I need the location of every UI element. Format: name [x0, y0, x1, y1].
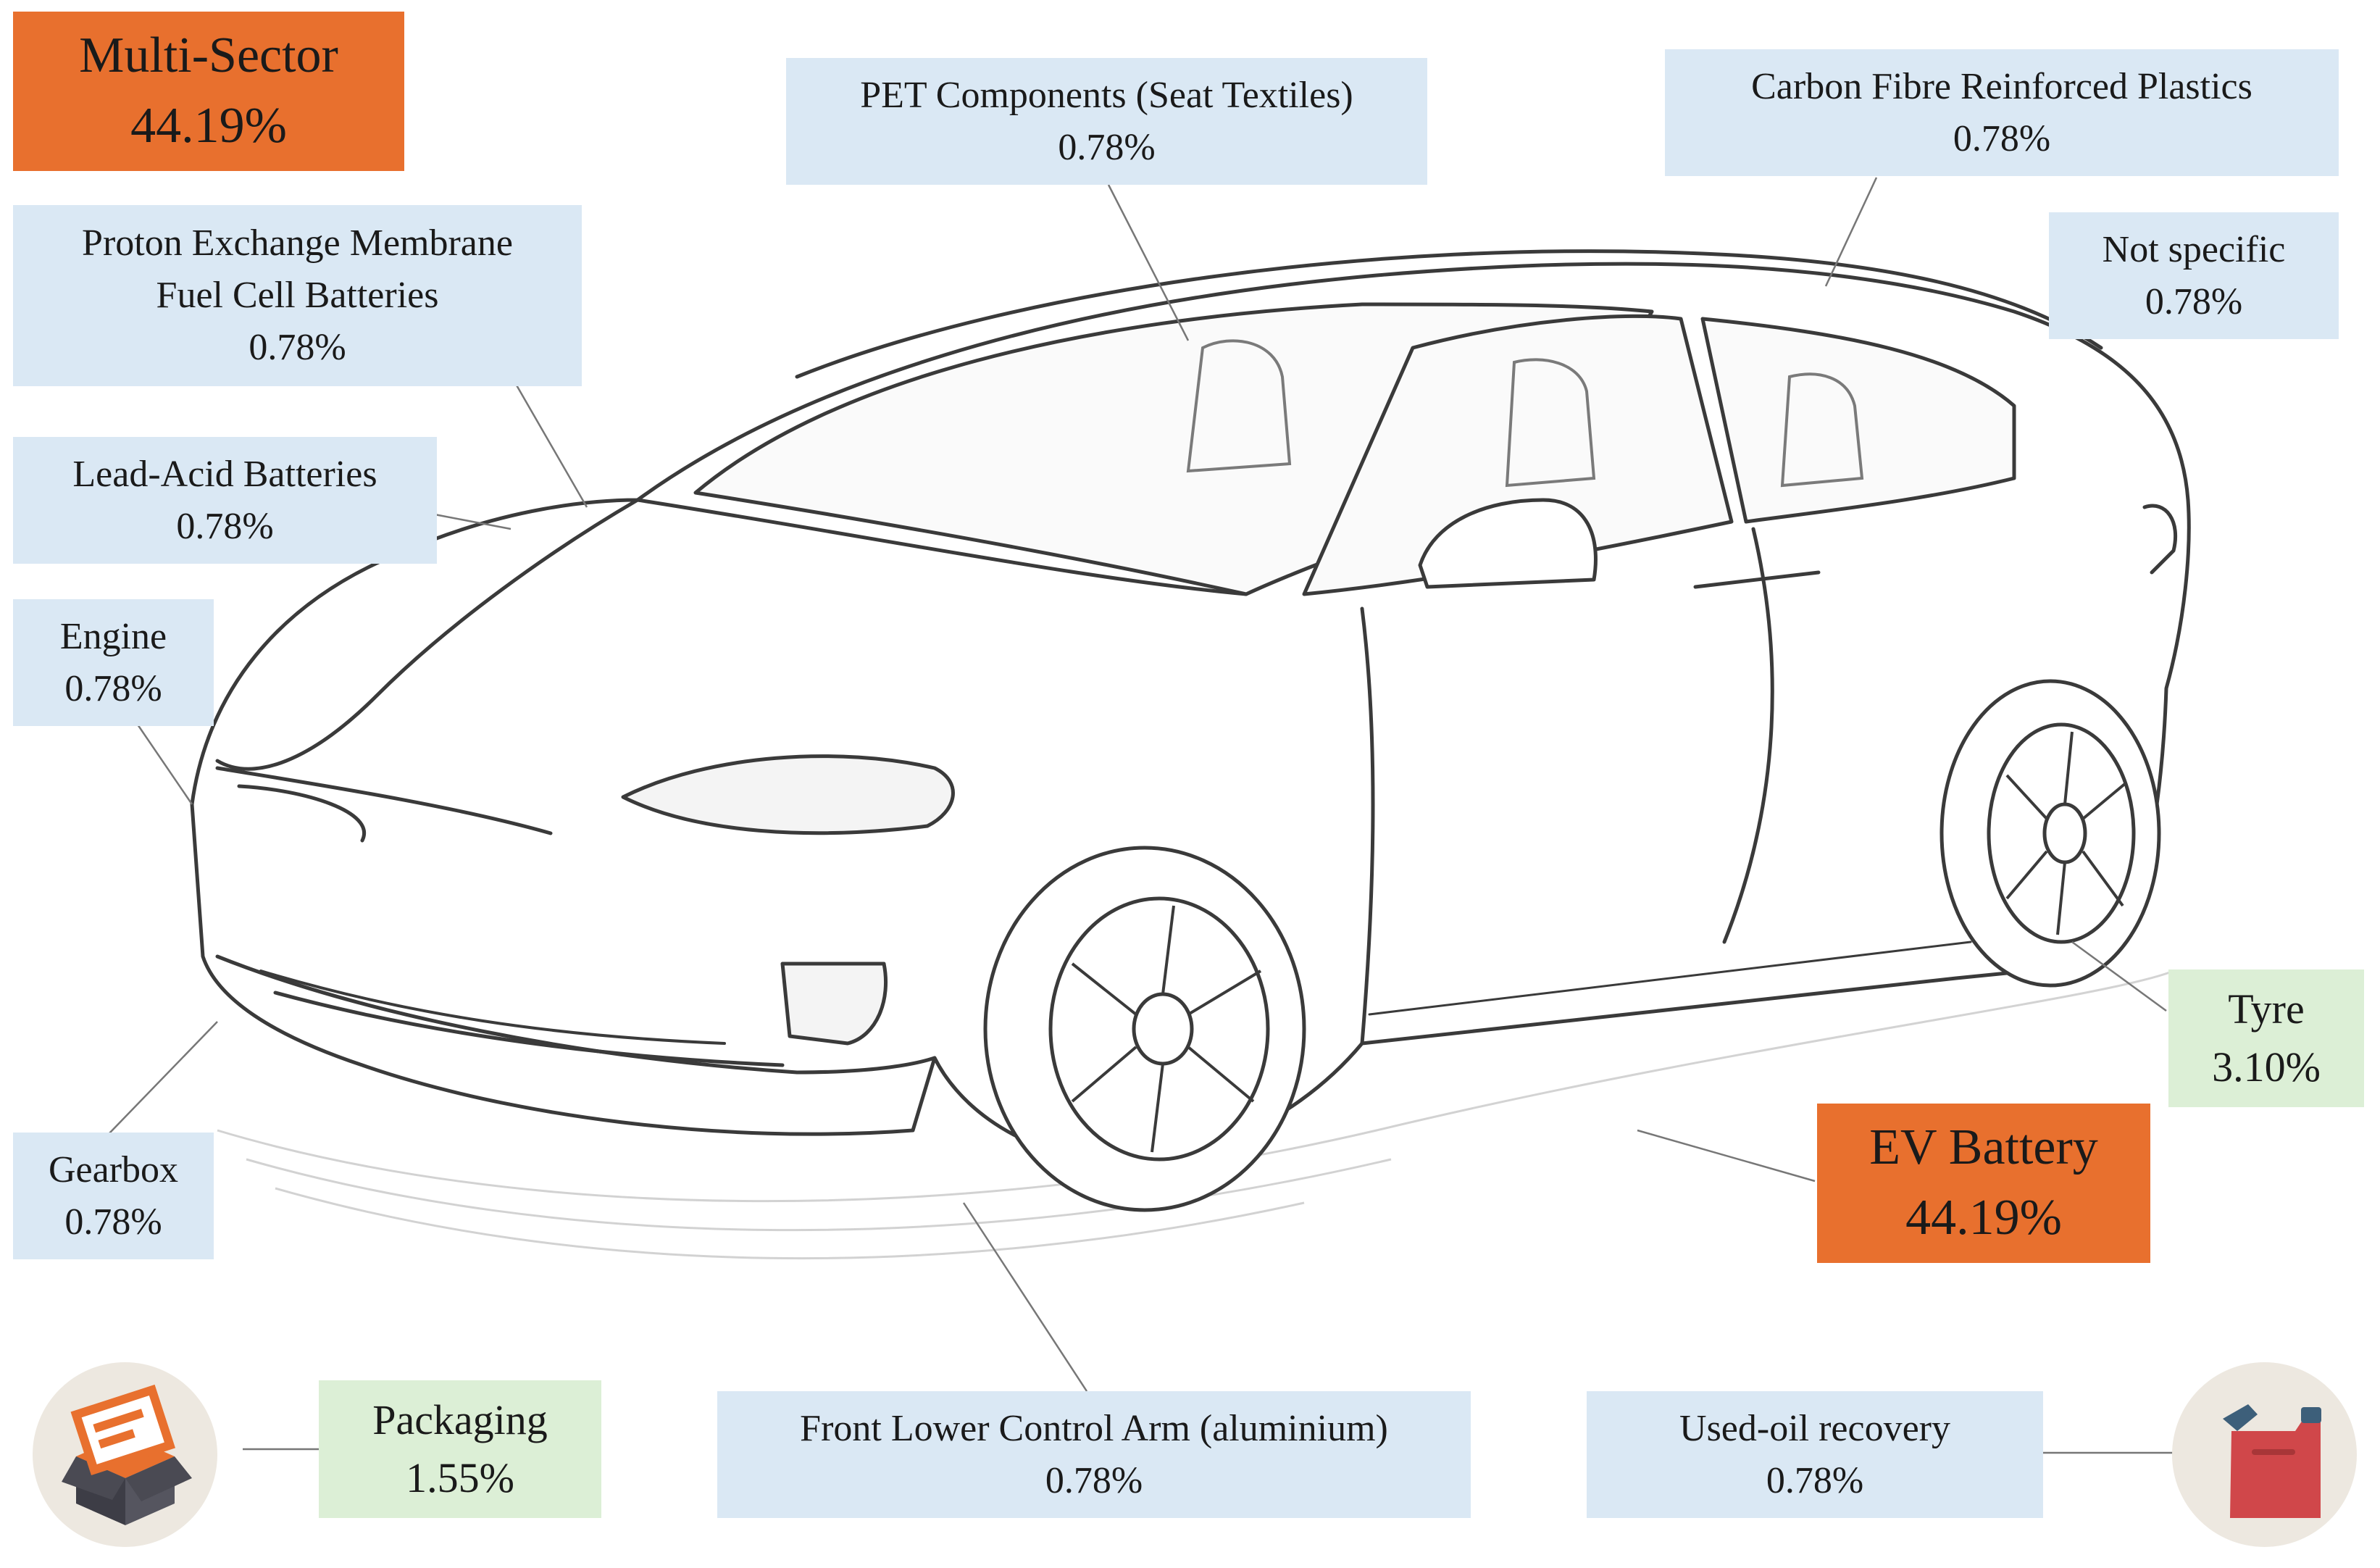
label-front-lower-control-arm: Front Lower Control Arm (aluminium) 0.78…: [717, 1391, 1471, 1518]
label-gearbox: Gearbox 0.78%: [13, 1133, 214, 1259]
label-lead-acid-value: 0.78%: [176, 505, 274, 547]
label-cfrp: Carbon Fibre Reinforced Plastics 0.78%: [1665, 49, 2339, 176]
label-not-specific: Not specific 0.78%: [2049, 212, 2339, 339]
label-multi-sector-name: Multi-Sector: [79, 28, 338, 84]
rear-wheel: [1940, 679, 2161, 988]
seats: [1186, 339, 1864, 488]
label-control-arm-value: 0.78%: [1045, 1459, 1143, 1501]
label-multi-sector-value: 44.19%: [130, 98, 287, 154]
label-used-oil-value: 0.78%: [1766, 1459, 1864, 1501]
label-packaging-name: Packaging: [372, 1396, 548, 1443]
leader-tyre: [2071, 941, 2167, 1012]
label-lead-acid: Lead-Acid Batteries 0.78%: [13, 437, 437, 564]
label-multi-sector: Multi-Sector 44.19%: [13, 12, 404, 171]
label-lead-acid-name: Lead-Acid Batteries: [72, 453, 377, 495]
leader-pem: [514, 383, 588, 508]
label-packaging: Packaging 1.55%: [319, 1380, 601, 1518]
leader-ev-battery: [1637, 1129, 1816, 1183]
label-cfrp-name: Carbon Fibre Reinforced Plastics: [1751, 65, 2252, 107]
label-engine: Engine 0.78%: [13, 599, 214, 726]
label-pet-components-name: PET Components (Seat Textiles): [860, 74, 1353, 116]
leader-lines: [108, 177, 2174, 1454]
label-used-oil-name: Used-oil recovery: [1679, 1407, 1950, 1449]
label-used-oil-recovery: Used-oil recovery 0.78%: [1587, 1391, 2043, 1518]
label-pet-components: PET Components (Seat Textiles) 0.78%: [786, 58, 1427, 185]
label-pem-value: 0.78%: [249, 326, 346, 368]
label-packaging-value: 1.55%: [406, 1454, 514, 1501]
leader-pet: [1107, 184, 1190, 341]
label-ev-battery-value: 44.19%: [1905, 1190, 2062, 1246]
label-cfrp-value: 0.78%: [1953, 117, 2051, 159]
leader-gearbox: [108, 1021, 218, 1135]
open-box-icon: [33, 1362, 217, 1547]
label-tyre-name: Tyre: [2228, 985, 2305, 1033]
front-wheel: [983, 846, 1306, 1212]
label-tyre-value: 3.10%: [2212, 1043, 2321, 1090]
label-engine-name: Engine: [59, 615, 167, 657]
label-ev-battery-name: EV Battery: [1869, 1119, 2098, 1176]
label-gearbox-name: Gearbox: [48, 1148, 179, 1190]
car-body: [190, 249, 2191, 1164]
label-not-specific-value: 0.78%: [2145, 280, 2243, 322]
label-engine-value: 0.78%: [64, 667, 162, 709]
label-gearbox-value: 0.78%: [64, 1201, 162, 1243]
leader-engine: [136, 724, 193, 805]
label-pem-line1: Proton Exchange Membrane: [82, 222, 513, 264]
label-pem-line2: Fuel Cell Batteries: [156, 275, 439, 317]
label-not-specific-name: Not specific: [2102, 228, 2286, 270]
leader-lead-acid: [434, 513, 512, 530]
leader-cfrp: [1824, 177, 1878, 287]
label-pem-fuel-cell: Proton Exchange Membrane Fuel Cell Batte…: [13, 205, 582, 386]
leader-control-arm: [962, 1202, 1088, 1392]
label-pet-components-value: 0.78%: [1058, 126, 1156, 168]
label-control-arm-name: Front Lower Control Arm (aluminium): [800, 1407, 1388, 1449]
fuel-canister-icon: [2172, 1362, 2357, 1547]
label-ev-battery: EV Battery 44.19%: [1817, 1104, 2150, 1263]
label-tyre: Tyre 3.10%: [2168, 969, 2364, 1107]
